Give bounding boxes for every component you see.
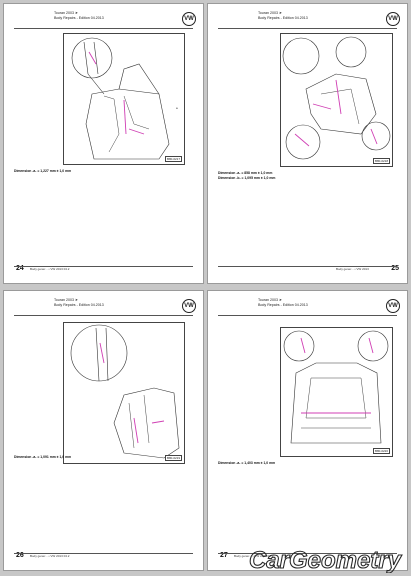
vw-logo-icon: VW bbox=[182, 299, 196, 313]
page-header: Touran 2003 ➤ Body Repairs - Edition 04.… bbox=[54, 11, 104, 20]
figure-reference: B80-0217 bbox=[164, 156, 182, 162]
footer-rule bbox=[218, 553, 397, 554]
page-header: Touran 2003 ➤ Body Repairs - Edition 04.… bbox=[258, 11, 308, 20]
page-footer-text: Body gener... • VW 2013 04.2 bbox=[30, 267, 70, 271]
header-rule bbox=[218, 315, 397, 316]
page-footer-text: Body gener... • VW 2013 bbox=[336, 267, 369, 271]
vw-logo-icon: VW bbox=[386, 12, 400, 26]
manual-page-27: Touran 2003 ➤ Body Repairs - Edition 04.… bbox=[207, 290, 408, 571]
page-number: 25 bbox=[391, 265, 399, 272]
page-header: Touran 2003 ➤ Body Repairs - Edition 04.… bbox=[54, 298, 104, 307]
figure-rear-body: B80-0220 bbox=[280, 327, 393, 457]
dimension-caption: Dimension -a- = 858 mm ± 1,0 mm Dimensio… bbox=[218, 171, 276, 180]
manual-page-26: Touran 2003 ➤ Body Repairs - Edition 04.… bbox=[3, 290, 204, 571]
manual-page-24: Touran 2003 ➤ Body Repairs - Edition 04.… bbox=[3, 3, 204, 284]
page-footer-text: Body gener... • VW 2013 04.2 bbox=[234, 554, 274, 558]
figure-reference: B80-0220 bbox=[372, 448, 390, 454]
dimension-caption: Dimension -a- = 1,403 mm ± 1,0 mm bbox=[218, 461, 276, 465]
dimension-caption: Dimension -a- = 1,227 mm ± 1,0 mm bbox=[14, 169, 72, 173]
page-number: 27 bbox=[220, 552, 228, 559]
footer-rule bbox=[14, 266, 193, 267]
dimension-caption: Dimension -a- = 1,091 mm ± 1,0 mm bbox=[14, 455, 72, 459]
header-rule bbox=[218, 28, 397, 29]
page-footer-text: Body gener... • VW 2013 04.2 bbox=[30, 554, 70, 558]
footer-rule bbox=[14, 553, 193, 554]
footer-rule bbox=[218, 266, 397, 267]
vw-logo-icon: VW bbox=[386, 299, 400, 313]
header-rule bbox=[14, 28, 193, 29]
figure-reference: B80-0218 bbox=[372, 158, 390, 164]
watermark-text: CarGeometry bbox=[249, 547, 403, 573]
figure-reference: B80-0219 bbox=[164, 455, 182, 461]
header-rule bbox=[14, 315, 193, 316]
page-number: 24 bbox=[16, 265, 24, 272]
figure-door-frame: a B80-0217 bbox=[63, 33, 185, 165]
figure-b-pillar: B80-0219 bbox=[63, 322, 185, 464]
page-header: Touran 2003 ➤ Body Repairs - Edition 04.… bbox=[258, 298, 308, 307]
cargeometry-watermark: CarGeometry bbox=[183, 547, 405, 573]
svg-text:a: a bbox=[176, 106, 178, 110]
page-number: 26 bbox=[16, 552, 24, 559]
vw-logo-icon: VW bbox=[182, 12, 196, 26]
figure-door-pillar: B80-0218 bbox=[280, 33, 393, 167]
manual-page-25: Touran 2003 ➤ Body Repairs - Edition 04.… bbox=[207, 3, 408, 284]
